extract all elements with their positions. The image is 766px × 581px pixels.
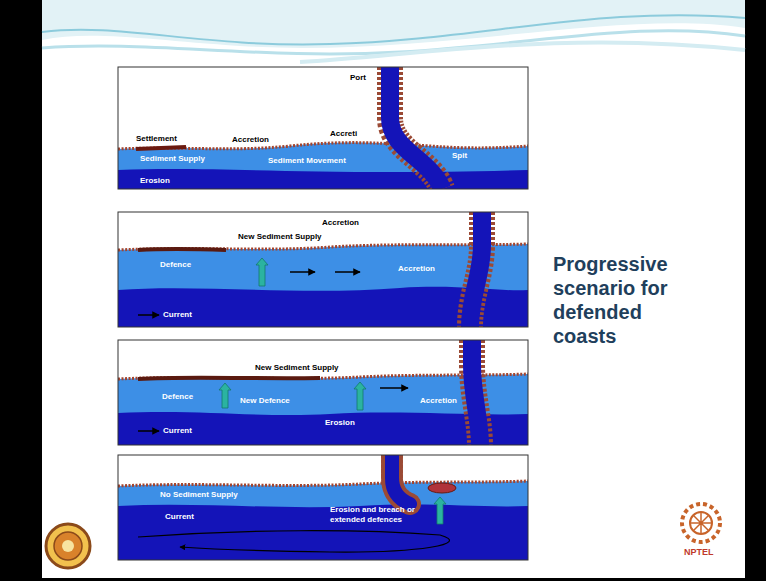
diagram-label: Accretion [398, 264, 435, 274]
diagram-label: Accretion [420, 396, 457, 406]
shallow-water [118, 481, 528, 560]
breakwater [472, 340, 480, 445]
wave-line [42, 15, 745, 44]
institute-logo [46, 524, 90, 568]
current-arrow [138, 430, 159, 432]
port-channel [390, 67, 442, 189]
supply-arrow [256, 258, 268, 286]
drift-arrow [290, 271, 315, 273]
panel-border [118, 455, 528, 560]
diagram-label: Erosion [140, 176, 170, 186]
port-channel [472, 340, 480, 445]
supply-arrow [219, 383, 231, 408]
current-arrow [138, 314, 159, 316]
panel [118, 212, 528, 327]
diagram-label: Current [165, 512, 194, 522]
diagram-label: Accretion [232, 135, 269, 145]
diagram-label: Port [350, 73, 366, 83]
diagram-label: New Defence [240, 396, 290, 406]
diagram-label: Sediment Supply [140, 154, 205, 164]
diagram-label: Sediment Movement [268, 156, 346, 166]
diagram-label: Spit [452, 151, 467, 161]
panel [118, 455, 528, 560]
port-channel [470, 212, 482, 327]
breakwater [470, 212, 482, 327]
land [118, 212, 528, 327]
diagram-label: Accretion [322, 218, 359, 228]
drift-arrow [335, 271, 360, 273]
land [118, 67, 528, 189]
wave-line [300, 42, 745, 62]
wave-band [42, 0, 745, 48]
defence-line [138, 249, 226, 250]
diagram-label: No Sediment Supply [160, 490, 238, 500]
diagram-label: Defence [162, 392, 193, 402]
deep-water [118, 169, 528, 189]
diagram-label: Settlement [136, 134, 177, 144]
diagram-label: Erosion and breach or extended defences [330, 505, 426, 524]
slide-title: Progressive scenario for defended coasts [553, 252, 703, 348]
panel-border [118, 212, 528, 327]
diagram-label: New Sediment Supply [238, 232, 322, 242]
breakwater [392, 455, 410, 504]
panel-border [118, 340, 528, 445]
deep-water [118, 505, 528, 560]
diagram-label: New Sediment Supply [255, 363, 339, 373]
breach-mark [428, 483, 456, 493]
diagram-label: Erosion [325, 418, 355, 428]
diagram-label: Accreti [330, 129, 357, 139]
logo-label: NPTEL [684, 547, 714, 558]
defence-line [138, 378, 320, 379]
slide-ground [42, 0, 745, 578]
port-channel [392, 455, 410, 504]
supply-arrow [354, 382, 366, 410]
current-loop [138, 531, 449, 552]
coastline [118, 244, 528, 250]
diagram-label: Current [163, 426, 192, 436]
coastline [118, 481, 528, 486]
settlement-mark [136, 147, 186, 149]
panel [118, 340, 528, 445]
coastline [118, 143, 528, 149]
drift-arrow [380, 387, 408, 389]
diagram-label: Current [163, 310, 192, 320]
panel-border [118, 67, 528, 189]
shallow-water [118, 143, 528, 189]
breakwater [390, 67, 442, 189]
supply-arrow [434, 497, 446, 524]
nptel-logo [682, 504, 720, 542]
panel [118, 67, 528, 189]
land [118, 455, 528, 560]
diagram-label: Defence [160, 260, 191, 270]
land [118, 340, 528, 445]
